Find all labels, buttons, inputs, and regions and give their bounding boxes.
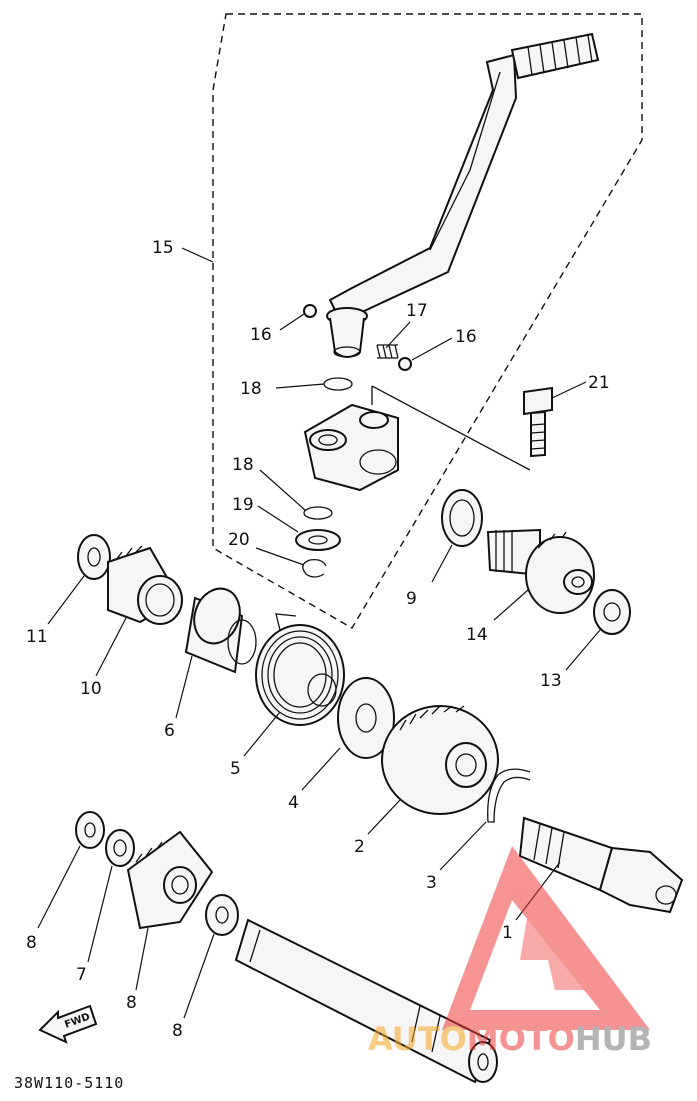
group-boundary-15 <box>212 13 643 629</box>
watermark-part1: AUTO <box>368 1020 467 1058</box>
watermark-logo: AUTOMOTOHUB <box>368 846 652 1058</box>
label-8-upper: 7 <box>76 965 87 985</box>
crank-boss <box>303 385 531 492</box>
label-12: 11 <box>26 627 48 647</box>
bushing-6 <box>184 587 257 674</box>
kick-shaft-14 <box>486 528 595 614</box>
label-11: 10 <box>80 679 102 699</box>
label-1: 1 <box>502 923 513 943</box>
label-8-lower: 8 <box>172 1021 183 1041</box>
ratchet-wheel-11 <box>107 545 183 625</box>
label-6: 6 <box>164 721 175 741</box>
label-2: 2 <box>354 837 365 857</box>
label-16-right: 16 <box>455 327 477 347</box>
kick-crank <box>326 32 600 358</box>
label-13: 13 <box>540 671 562 691</box>
label-16-left: 16 <box>250 325 272 345</box>
washer-9 <box>75 811 105 849</box>
washer-19 <box>295 529 341 551</box>
kick-axle-1 <box>518 816 684 914</box>
ball-16-left <box>303 304 317 318</box>
spring-17 <box>376 344 399 359</box>
washer-13 <box>593 589 631 635</box>
watermark-triangle-icon <box>442 846 650 1030</box>
countershaft <box>234 918 498 1084</box>
washer-12 <box>77 534 111 580</box>
label-18-lower: 18 <box>232 455 254 475</box>
label-4: 4 <box>288 793 299 813</box>
circlip-20 <box>302 558 327 578</box>
label-21: 21 <box>588 373 610 393</box>
watermark-part3: HUB <box>575 1020 652 1058</box>
oil-seal-10 <box>441 489 483 547</box>
label-9: 8 <box>26 933 37 953</box>
bolt-21 <box>523 386 553 458</box>
circlip-18-lower <box>303 506 333 520</box>
gear-7 <box>126 830 214 930</box>
label-5: 5 <box>230 759 241 779</box>
label-18-top: 18 <box>240 379 262 399</box>
part-labels: 15 16 17 16 18 21 18 19 20 9 14 13 11 10… <box>26 238 610 1041</box>
label-14: 14 <box>466 625 488 645</box>
label-15: 15 <box>152 238 174 258</box>
washer-4 <box>337 677 395 759</box>
label-3: 3 <box>426 873 437 893</box>
torsion-spring-5 <box>255 613 345 726</box>
clip-3 <box>487 768 531 823</box>
label-19: 19 <box>232 495 254 515</box>
watermark-part2: MOTO <box>467 1020 575 1058</box>
label-10: 9 <box>406 589 417 609</box>
fwd-arrow-icon: FWD <box>38 1004 98 1044</box>
kick-gear-2 <box>381 705 499 815</box>
label-20: 20 <box>228 530 250 550</box>
label-17: 17 <box>406 301 428 321</box>
part-code: 38W110-5110 <box>14 1074 124 1092</box>
crank-grip <box>510 32 600 80</box>
label-7: 8 <box>126 993 137 1013</box>
circlip-18-top <box>323 377 353 391</box>
washer-8-lower <box>205 894 239 936</box>
washer-8-upper <box>105 829 135 867</box>
svg-text:AUTOMOTOHUB: AUTOMOTOHUB <box>368 1020 652 1058</box>
ball-16-right <box>398 357 412 371</box>
leader-lines <box>37 247 601 1019</box>
